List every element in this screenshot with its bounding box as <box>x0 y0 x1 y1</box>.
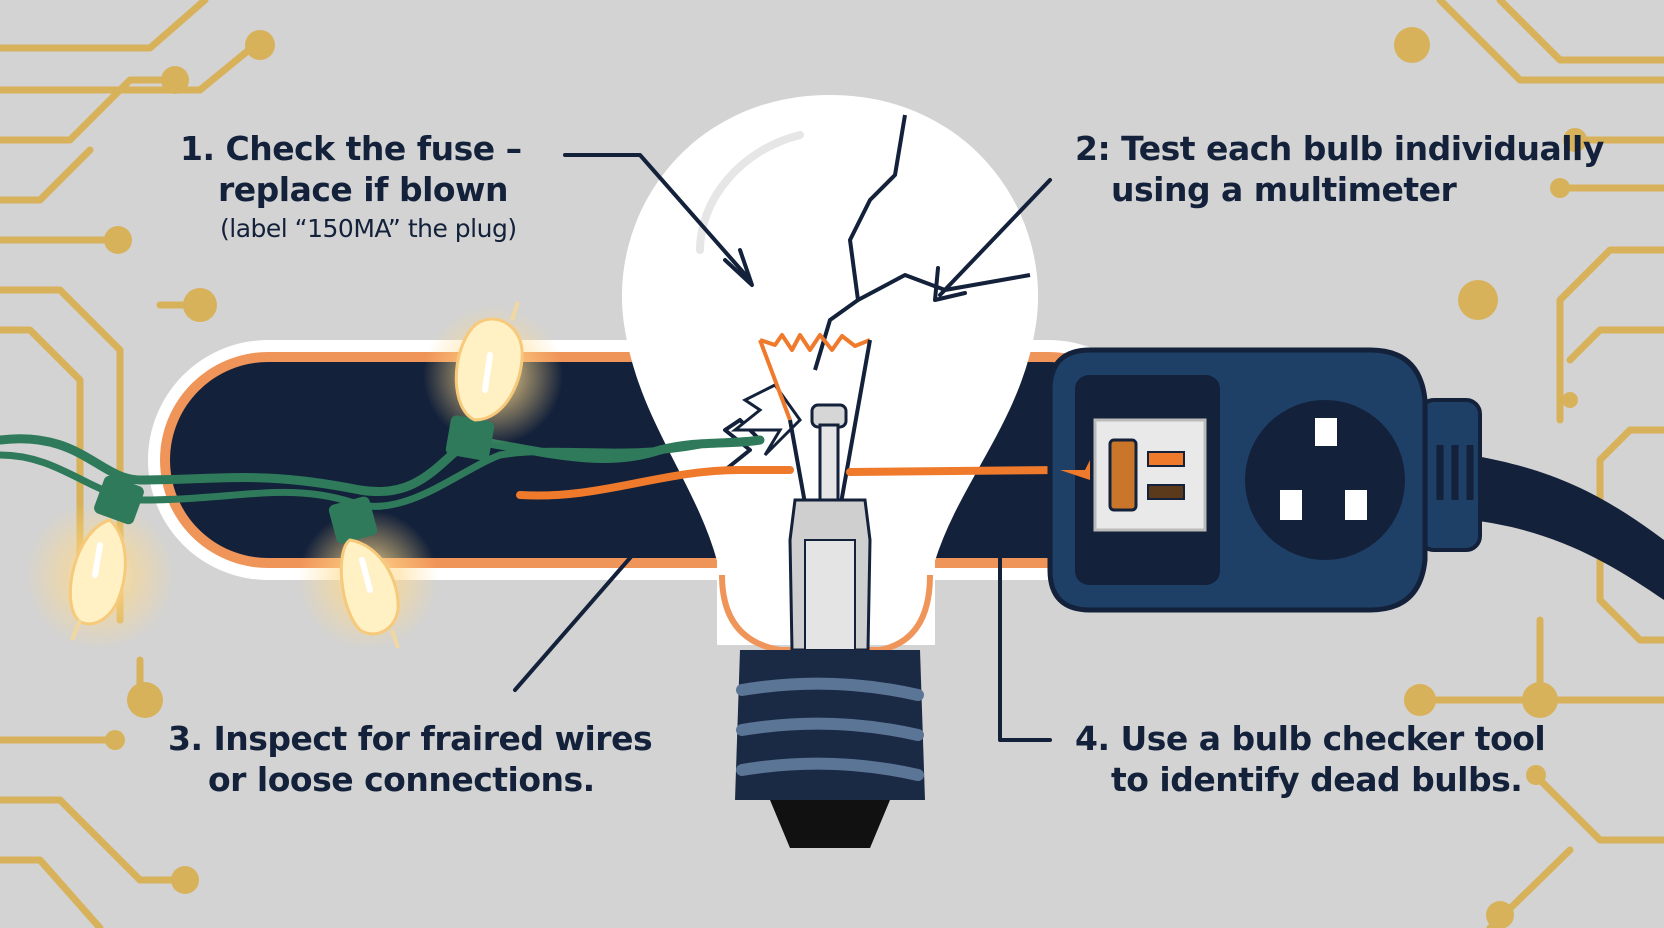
tip-2-line-1: 2: Test each bulb individually <box>1075 129 1604 168</box>
string-lights <box>25 301 563 650</box>
arrow-1 <box>563 153 752 282</box>
tip-bulb-checker: 4. Use a bulb checker tool to identify d… <box>1075 718 1546 801</box>
broken-bulb <box>621 94 1039 653</box>
arrow-3 <box>513 533 652 692</box>
tip-1-note: (label “150MA” the plug) <box>220 213 517 243</box>
tip-test-bulbs: 2: Test each bulb individually using a m… <box>1075 128 1604 211</box>
arrow-2 <box>938 178 1052 297</box>
tip-1-line-2: replace if blown <box>218 170 509 210</box>
tip-3-line-2: or loose connections. <box>208 760 595 800</box>
tip-4-line-1: 4. Use a bulb checker tool <box>1075 719 1546 758</box>
tip-2-line-2: using a multimeter <box>1111 170 1457 210</box>
circuit-pads <box>104 27 1587 928</box>
tip-check-fuse: 1. Check the fuse – replace if blown (la… <box>180 128 522 244</box>
tip-1-line-1: 1. Check the fuse – <box>180 129 522 168</box>
bulb-screw-base <box>735 650 925 848</box>
arrow-4 <box>998 528 1052 742</box>
callout-arrows <box>513 153 1052 742</box>
tip-4-line-2: to identify dead bulbs. <box>1111 760 1523 800</box>
tip-3-line-1: 3. Inspect for fraired wires <box>168 719 653 758</box>
tip-inspect-wires: 3. Inspect for fraired wires or loose co… <box>168 718 653 801</box>
plug-device <box>1047 347 1664 613</box>
